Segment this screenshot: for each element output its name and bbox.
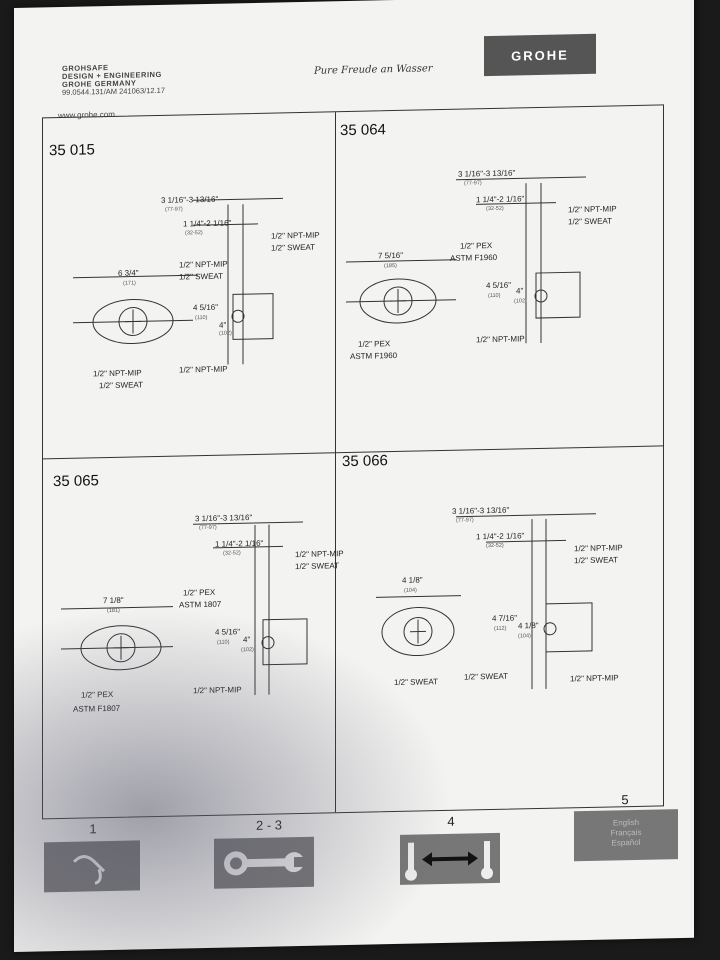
dim-label: 3 1/16"-3 13/16" bbox=[161, 194, 219, 205]
dim-label: 1 1/4"-2 1/16" bbox=[183, 218, 232, 229]
dim-label: 1/2" PEX bbox=[358, 339, 391, 349]
dim-label: 4 1/8" bbox=[518, 621, 539, 631]
dim-label: 4 5/16" bbox=[486, 280, 512, 291]
wrench-icon bbox=[214, 836, 314, 889]
mm-label: (102) bbox=[514, 298, 527, 305]
doc-number: 99.0544.131/AM 241063/12.17 bbox=[62, 85, 166, 97]
language-spanish: Español bbox=[611, 837, 641, 848]
dim-label: 4" bbox=[219, 320, 227, 330]
mm-label: (112) bbox=[494, 625, 507, 632]
panel-35065: 35 065 3 1/16"-3 13/16" (77-97) bbox=[43, 453, 344, 818]
dim-label: 4 7/16" bbox=[492, 613, 518, 623]
company-info: GROHSAFE DESIGN + ENGINEERING GROHE GERM… bbox=[62, 63, 165, 97]
dim-label: 4 5/16" bbox=[193, 302, 219, 313]
mm-label: (185) bbox=[384, 262, 397, 270]
dim-label: 6 3/4" bbox=[118, 268, 139, 278]
dim-label: 4" bbox=[243, 635, 251, 645]
dim-label: 7 1/8" bbox=[103, 595, 124, 606]
panel-35066: 35 066 3 1/16"-3 13/16" (77-97) 1 1/4"-2 bbox=[336, 446, 663, 812]
dim-label: 7 5/16" bbox=[378, 250, 404, 261]
step-number: 1 bbox=[89, 821, 97, 837]
dim-label: 4 1/8" bbox=[402, 575, 423, 585]
dim-label: 1/2" SWEAT bbox=[295, 561, 340, 572]
dim-label: 1/2" NPT-MIP bbox=[179, 364, 228, 375]
dim-label: ASTM F1960 bbox=[350, 350, 398, 361]
mm-label: (110) bbox=[217, 639, 230, 646]
dim-label: 1/2" PEX bbox=[81, 689, 114, 700]
dim-label: 1/2" PEX bbox=[183, 587, 216, 598]
mm-label: (77-97) bbox=[199, 524, 217, 532]
mm-label: (32-52) bbox=[486, 205, 504, 213]
mm-label: (77-97) bbox=[456, 517, 474, 524]
dim-label: 1/2" PEX bbox=[460, 240, 493, 251]
mm-label: (110) bbox=[195, 314, 208, 322]
mm-label: (171) bbox=[123, 280, 136, 287]
dim-label: 1/2" NPT-MIP bbox=[93, 368, 142, 379]
diagram-grid: 35 015 3 1/16"-3 13/16" (77-97) bbox=[42, 104, 664, 820]
dim-label: ASTM 1807 bbox=[179, 599, 222, 610]
dim-label: ASTM F1807 bbox=[73, 703, 121, 714]
mm-label: (77-97) bbox=[464, 180, 482, 187]
mm-label: (104) bbox=[404, 587, 417, 594]
valve-drawing bbox=[346, 176, 586, 344]
mm-label: (181) bbox=[107, 607, 120, 615]
dim-label: 1/2" SWEAT bbox=[179, 271, 224, 282]
mm-label: (32-52) bbox=[223, 550, 241, 557]
dim-label: 1/2" NPT-MIP bbox=[193, 685, 242, 696]
dim-label: ASTM F1960 bbox=[450, 252, 498, 263]
dim-label: 1/2" NPT-MIP bbox=[271, 230, 320, 241]
dim-label: 1/2" SWEAT bbox=[99, 380, 144, 391]
valve-drawing bbox=[73, 197, 283, 365]
panel-35015: 35 015 3 1/16"-3 13/16" (77-97) bbox=[43, 112, 335, 458]
dim-label: 4 5/16" bbox=[215, 627, 241, 637]
dim-label: 1/2" NPT-MIP bbox=[570, 673, 619, 684]
thermometer-adjust-icon bbox=[400, 832, 500, 885]
dim-label: 3 1/16"-3 13/16" bbox=[195, 513, 253, 524]
dim-label: 1/2" SWEAT bbox=[568, 216, 613, 227]
panel-35064: 35 064 3 1/16"-3 13/16" (77-97) bbox=[336, 105, 663, 452]
step-number: 4 bbox=[447, 813, 455, 829]
dim-label: 4" bbox=[516, 286, 524, 296]
mm-label: (102) bbox=[241, 646, 254, 654]
dim-label: 1 1/4"-2 1/16" bbox=[476, 194, 525, 205]
dim-label: 1/2" SWEAT bbox=[574, 555, 619, 566]
step-number: 2 - 3 bbox=[255, 817, 282, 833]
mm-label: (104) bbox=[518, 633, 531, 640]
mm-label: (102) bbox=[219, 330, 232, 337]
language-icon: English Français Español bbox=[574, 809, 678, 862]
dim-label: 1 1/4"-2 1/16" bbox=[476, 531, 525, 542]
language-list: English Français Español bbox=[574, 817, 678, 849]
dim-label: 1/2" SWEAT bbox=[271, 242, 316, 253]
dim-label: 1/2" SWEAT bbox=[394, 677, 439, 688]
dim-label: 1/2" NPT-MIP bbox=[476, 334, 525, 345]
dim-label: 1 1/4"-2 1/16" bbox=[215, 538, 264, 549]
instruction-sheet: GROHSAFE DESIGN + ENGINEERING GROHE GERM… bbox=[14, 0, 694, 952]
dim-label: 3 1/16"-3 13/16" bbox=[458, 168, 516, 179]
dim-label: 1/2" NPT-MIP bbox=[568, 204, 617, 215]
pipe-fitting-icon bbox=[44, 840, 140, 893]
mm-label: (32-52) bbox=[185, 230, 203, 237]
valve-drawing bbox=[61, 521, 308, 695]
mm-label: (110) bbox=[488, 292, 501, 300]
dim-label: 1/2" NPT-MIP bbox=[179, 259, 228, 270]
mm-label: (32-52) bbox=[486, 542, 504, 550]
dim-label: 1/2" NPT-MIP bbox=[574, 543, 623, 554]
slogan: Pure Freude an Wasser bbox=[314, 63, 433, 77]
grohe-logo: GROHE bbox=[484, 33, 596, 77]
step-number: 5 bbox=[621, 792, 629, 808]
mm-label: (77-97) bbox=[165, 206, 183, 213]
dim-label: 3 1/16"-3 13/16" bbox=[452, 505, 510, 516]
dim-label: 1/2" SWEAT bbox=[464, 671, 509, 682]
